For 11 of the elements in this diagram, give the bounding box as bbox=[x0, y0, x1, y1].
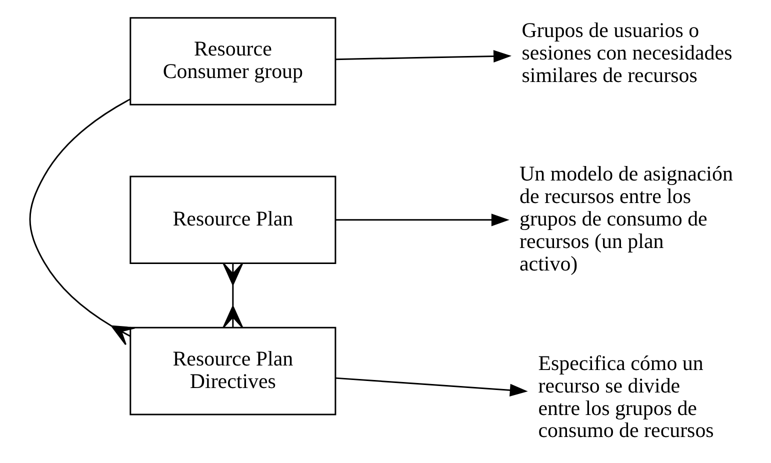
connector bbox=[29, 98, 136, 346]
arrow bbox=[335, 377, 528, 396]
node-box: Resource Plan bbox=[130, 176, 336, 264]
node-box: Resource Consumer group bbox=[130, 17, 336, 106]
node-text: Grupos de usuarios o sesiones con necesidades similares de recursos bbox=[522, 18, 732, 87]
arrow bbox=[335, 214, 510, 226]
arrow bbox=[335, 50, 512, 63]
node-text: Especifica cómo un recurso se divide entre los grupos de consumo de recursos bbox=[538, 350, 714, 442]
connector bbox=[222, 262, 244, 328]
node-text: Un modelo de asignación de recursos entre los grupos de consumo de recursos (un plan activo) bbox=[520, 162, 733, 276]
node-box: Resource Plan Directives bbox=[130, 326, 336, 416]
